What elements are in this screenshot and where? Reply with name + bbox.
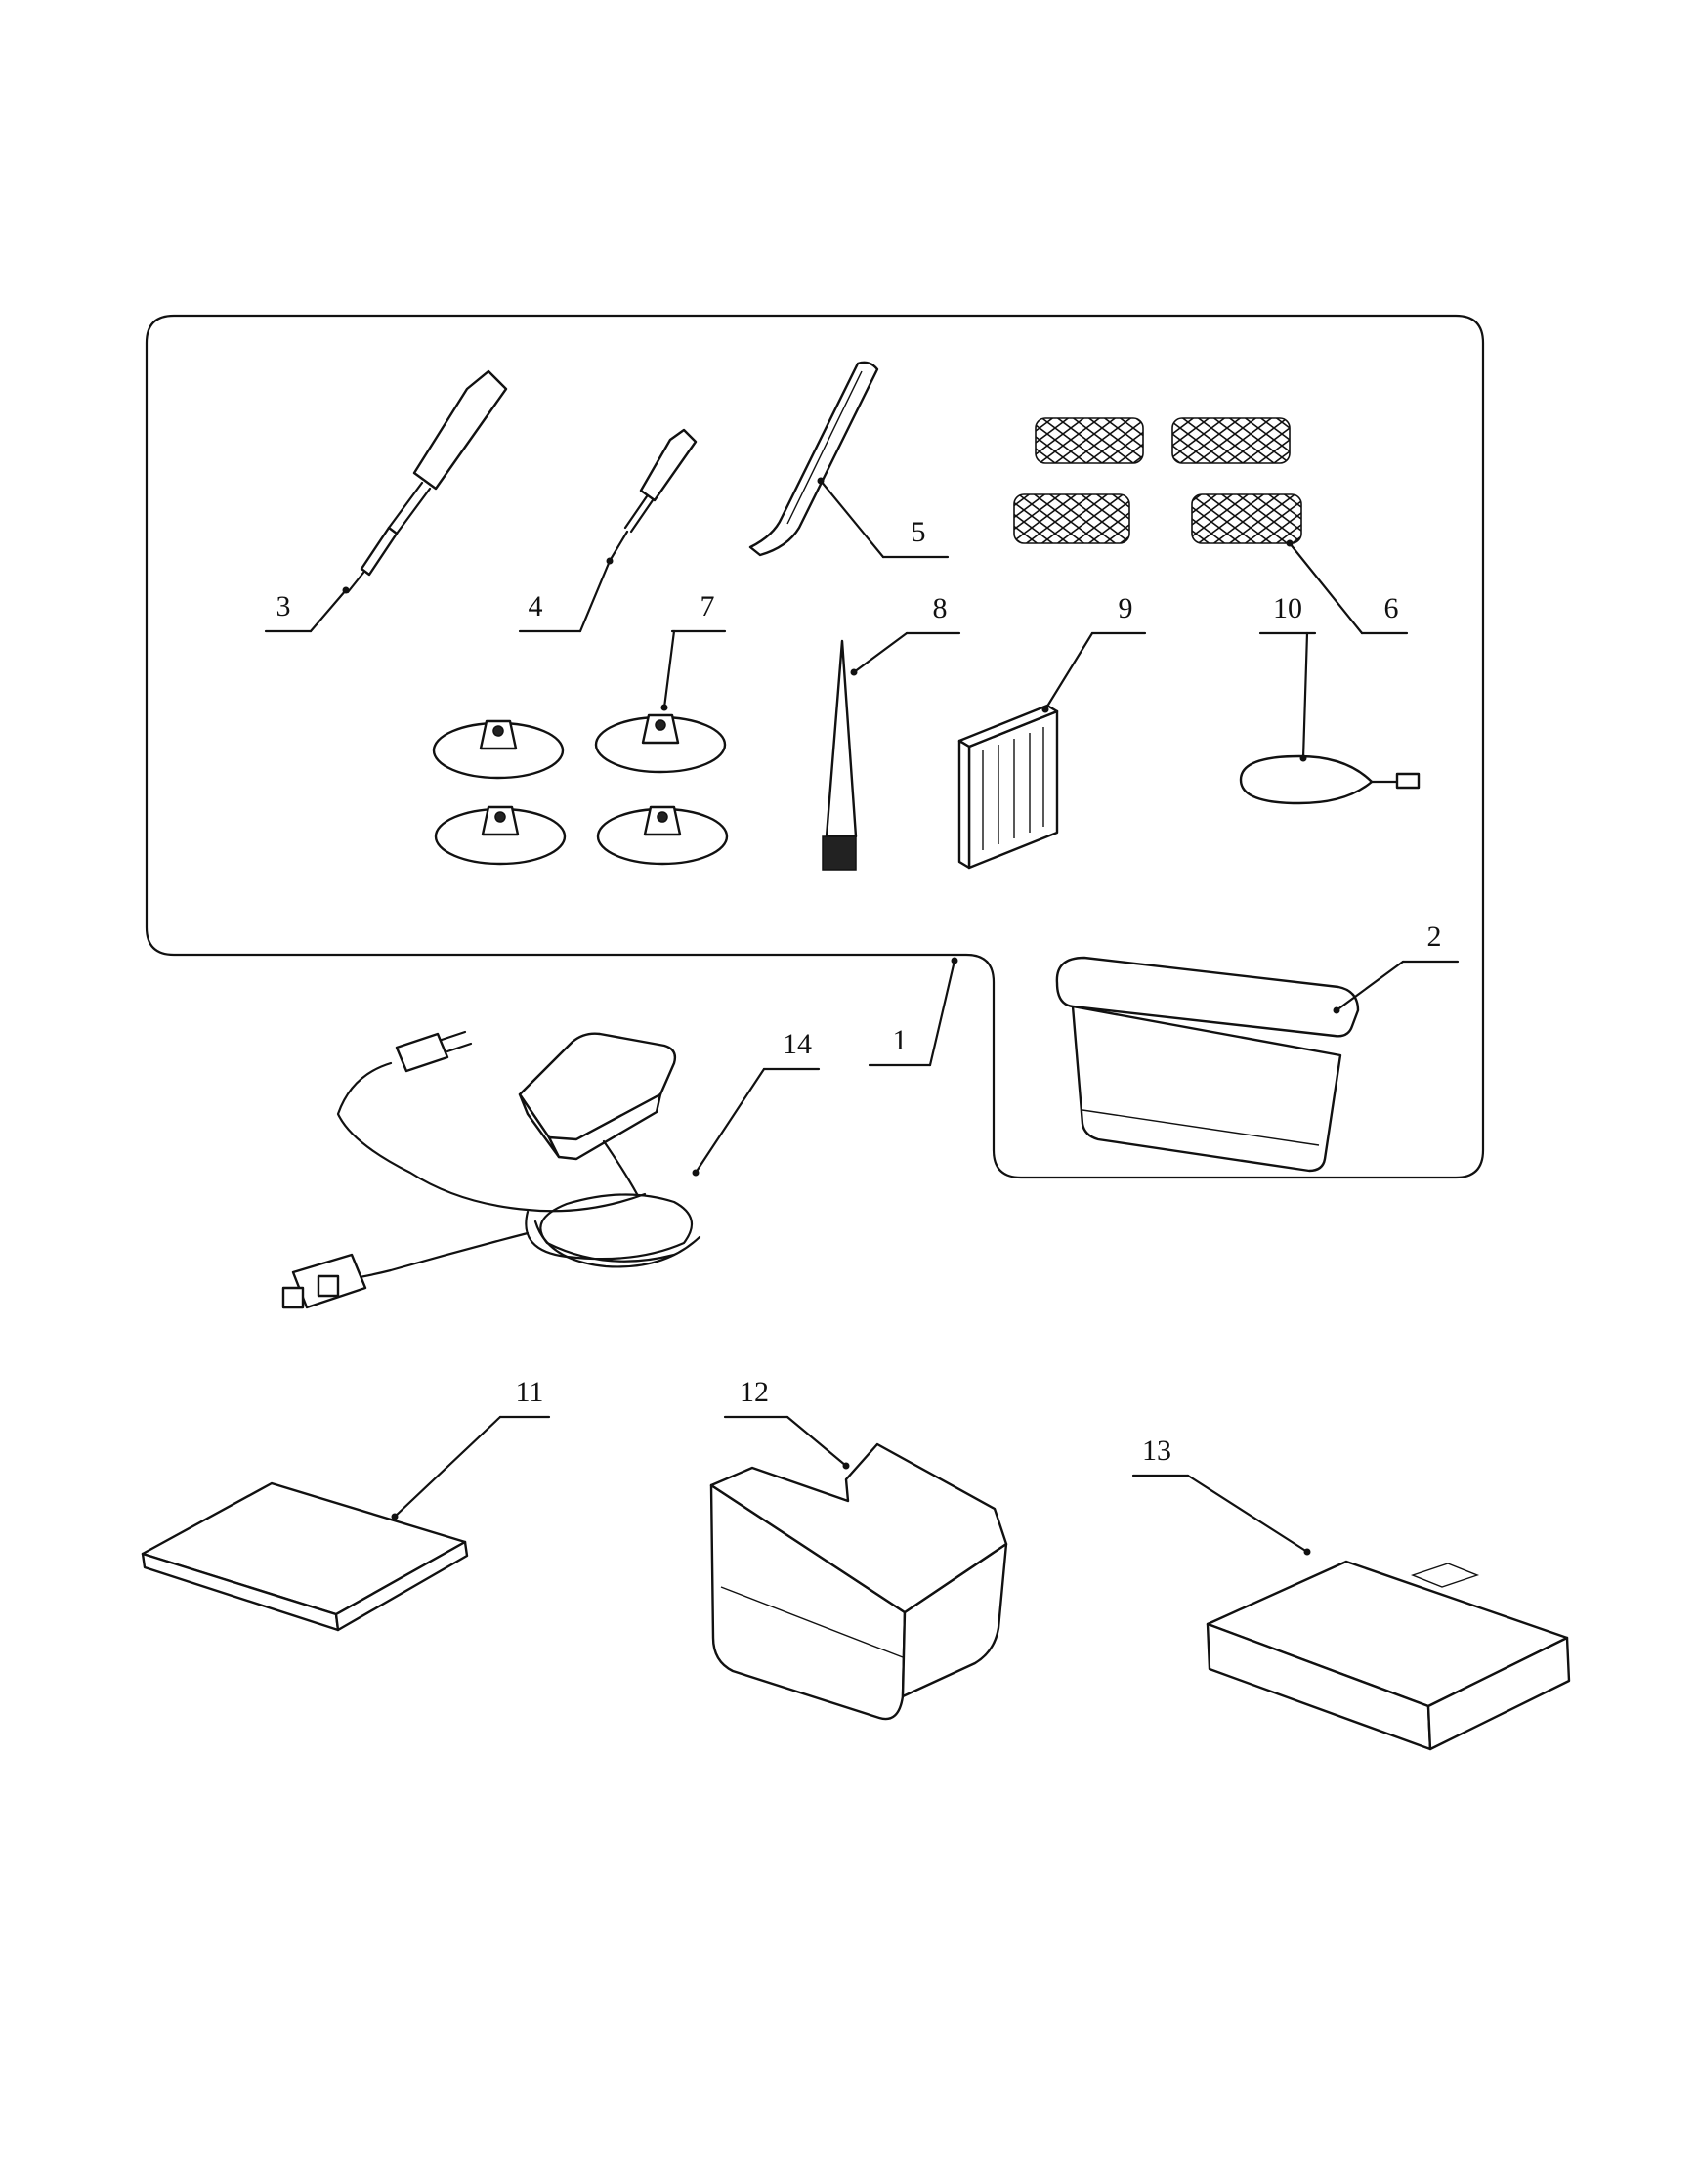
needle-pack — [957, 704, 1059, 870]
callout-leader-1 — [928, 959, 956, 1067]
callout-label-8: 8 — [933, 592, 948, 624]
callout-leader-6 — [1288, 541, 1364, 635]
callout-leader-2 — [1335, 960, 1405, 1012]
callout-label-1: 1 — [893, 1024, 908, 1056]
callout-arrowhead-5 — [817, 477, 825, 485]
callout-arrowhead-7 — [660, 704, 668, 711]
callout-arrowhead-11 — [391, 1513, 399, 1520]
needle-threader — [1239, 754, 1421, 805]
callout-leaders — [264, 477, 1460, 1556]
callout-arrowhead-13 — [1303, 1548, 1311, 1556]
screwdriver-small — [608, 428, 698, 563]
callout-arrowhead-4 — [606, 557, 614, 565]
callout-label-3: 3 — [276, 590, 291, 622]
callout-label-5: 5 — [912, 516, 926, 548]
callout-leader-11 — [393, 1415, 502, 1519]
callout-arrowhead-14 — [692, 1169, 700, 1177]
screwdriver-large — [346, 369, 508, 594]
callout-leader-4 — [578, 559, 612, 633]
callout-arrowhead-1 — [951, 957, 958, 964]
callout-leader-8 — [852, 631, 909, 674]
thread-nets — [1013, 417, 1302, 544]
dust-cover — [1206, 1560, 1571, 1751]
callout-leader-13 — [1186, 1474, 1309, 1554]
callout-arrowhead-10 — [1299, 754, 1307, 762]
spool-caps — [432, 713, 729, 866]
callout-arrowhead-6 — [1286, 539, 1294, 547]
callout-label-13: 13 — [1142, 1435, 1171, 1467]
scrap-collector — [709, 1442, 1008, 1721]
tweezers — [748, 361, 879, 557]
callout-label-7: 7 — [700, 590, 715, 622]
callout-label-2: 2 — [1427, 921, 1442, 953]
callout-arrowhead-9 — [1041, 706, 1049, 713]
cleaning-brush — [822, 639, 858, 871]
callout-leader-3 — [309, 588, 348, 633]
foot-controller — [281, 1030, 701, 1309]
callout-leader-12 — [785, 1415, 848, 1468]
callout-leader-9 — [1043, 631, 1094, 711]
instruction-book — [141, 1481, 469, 1632]
callout-label-4: 4 — [529, 590, 543, 622]
callout-arrowhead-2 — [1333, 1006, 1340, 1014]
callout-arrowhead-12 — [842, 1462, 850, 1470]
callout-label-10: 10 — [1273, 592, 1302, 624]
callout-leader-14 — [694, 1067, 766, 1175]
callout-label-11: 11 — [516, 1376, 544, 1408]
callout-leader-7 — [662, 629, 676, 709]
callout-label-14: 14 — [783, 1028, 812, 1060]
accessory-bag-outline — [145, 314, 1485, 1179]
callout-label-9: 9 — [1119, 592, 1133, 624]
callout-arrowhead-8 — [850, 668, 858, 676]
callout-label-12: 12 — [740, 1376, 769, 1408]
callout-label-6: 6 — [1384, 592, 1399, 624]
accessory-box — [1055, 956, 1360, 1173]
callout-leader-5 — [819, 479, 885, 559]
callout-leader-10 — [1301, 631, 1309, 760]
callout-arrowhead-3 — [342, 586, 350, 594]
